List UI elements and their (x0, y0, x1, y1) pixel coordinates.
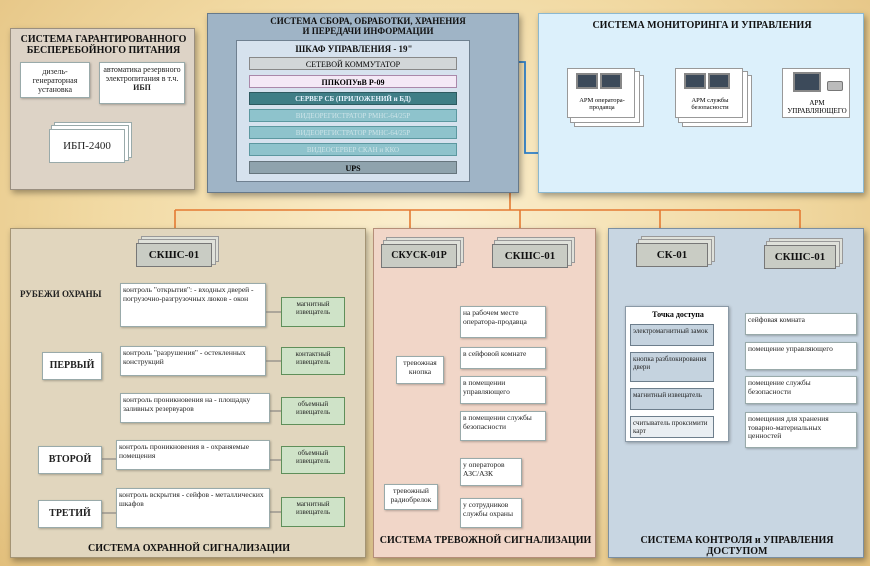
workstation-manager: АРМ УПРАВЛЯЮЩЕГО (782, 68, 850, 118)
alarm-place-manager: в помещении управляющего (460, 376, 546, 404)
access-item-unlock-button: кнопка разблокирования двери (630, 352, 714, 382)
cabinet-title: ШКАФ УПРАВЛЕНИЯ - 19" (295, 44, 413, 54)
cabinet-row-ups: UPS (249, 161, 457, 174)
alarm-skshs-device: СКШС-01 (492, 244, 568, 268)
cabinet-row-server: СЕРВЕР СБ (ПРИЛОЖЕНИЙ и БД) (249, 92, 457, 105)
cabinet-row-dvr-1: ВИДЕОРЕГИСТРАТОР РМНС-64/25Р (249, 109, 457, 122)
alarm-place-safe-room: в сейфовой комнате (460, 347, 546, 369)
auto-reserve-box: автоматика резервного электропитания в т… (99, 62, 185, 104)
security-skshs-device: СКШС-01 (136, 243, 212, 267)
access-room-safe: сейфовая комната (745, 313, 857, 335)
monitoring-title: СИСТЕМА МОНИТОРИНГА И УПРАВЛЕНИЯ (592, 20, 812, 31)
sensor-volume-1: объемный извещатель (281, 397, 345, 425)
alarm-person-operators: у операторов АЗС/АЗК (460, 458, 522, 486)
cabinet-row-dvr-2: ВИДЕОРЕГИСТРАТОР РМНС-64/25Р (249, 126, 457, 139)
auto-reserve-text: автоматика резервного электропитания в т… (103, 65, 181, 83)
alarm-place-operator: на рабочем месте оператора-продавца (460, 306, 546, 338)
access-room-manager: помещение управляющего (745, 342, 857, 370)
alarm-fob: тревожный радиобрелок (384, 484, 438, 510)
security-system-title: СИСТЕМА ОХРАННОЙ СИГНАЛИЗАЦИИ (87, 543, 291, 554)
alarm-button: тревожная кнопка (396, 356, 444, 384)
sensor-magnetic-2: магнитный извещатель (281, 497, 345, 527)
workstation-operator-label: АРМ оператора-продавца (579, 97, 625, 111)
control-safes: контроль вскрытия - сейфов - металлическ… (116, 488, 270, 528)
cabinet-row-switch: СЕТЕВОЙ КОММУТАТОР (249, 57, 457, 70)
alarm-place-security: в помещении службы безопасности (460, 411, 546, 441)
workstation-operator: АРМ оператора-продавца (567, 68, 635, 118)
access-room-storage: помещения для хранения товарно-материаль… (745, 412, 857, 448)
collect-system-panel: СИСТЕМА СБОРА, ОБРАБОТКИ, ХРАНЕНИЯ И ПЕР… (207, 13, 519, 193)
control-opening: контроль "открытия": - входных дверей - … (120, 283, 266, 327)
monitor-icon (576, 73, 598, 89)
control-cabinet: ШКАФ УПРАВЛЕНИЯ - 19" СЕТЕВОЙ КОММУТАТОР… (236, 40, 470, 182)
access-skshs-device: СКШС-01 (764, 245, 836, 269)
monitor-icon (793, 72, 821, 92)
access-point-title: Точка доступа (652, 310, 704, 319)
ups-system-panel: СИСТЕМА ГАРАНТИРОВАННОГО БЕСПЕРЕБОЙНОГО … (10, 28, 195, 190)
monitor-icon (708, 73, 730, 89)
ups-2400-box: ИБП-2400 (49, 129, 125, 163)
alarm-skusk-device: СКУСК-01Р (381, 244, 457, 268)
monitor-icon (600, 73, 622, 89)
security-lines-title: РУБЕЖИ ОХРАНЫ (20, 289, 102, 299)
phone-icon (827, 81, 843, 91)
sensor-magnetic-1: магнитный извещатель (281, 297, 345, 327)
cabinet-row-ppkop: ППКОПУвВ Р-09 (249, 75, 457, 88)
ups-system-title: СИСТЕМА ГАРАНТИРОВАННОГО БЕСПЕРЕБОЙНОГО … (20, 34, 187, 56)
diesel-generator-box: дизель-генераторная установка (20, 62, 90, 98)
control-intrusion-area: контроль проникновения на - площадку зал… (120, 393, 270, 423)
cabinet-row-videoserver: ВИДЕОСЕРВЕР СКАН и ККО (249, 143, 457, 156)
access-item-magnetic: магнитный извещатель (630, 388, 714, 410)
control-intrusion-rooms: контроль проникновения в - охраняемые по… (116, 440, 270, 470)
auto-reserve-ups: ИБП (133, 83, 151, 92)
alarm-system-title: СИСТЕМА ТРЕВОЖНОЙ СИГНАЛИЗАЦИИ (379, 535, 592, 546)
monitor-icon (684, 73, 706, 89)
workstation-manager-label: АРМ УПРАВЛЯЮЩЕГО (787, 99, 847, 115)
access-item-lock: электромагнитный замок (630, 324, 714, 346)
sensor-contact: контактный извещатель (281, 347, 345, 375)
control-breaking: контроль "разрушения" - остекленных конс… (120, 346, 266, 376)
level-second: ВТОРОЙ (38, 446, 102, 474)
alarm-person-guards: у сотрудников службы охраны (460, 498, 522, 528)
access-sk01-device: СК-01 (636, 243, 708, 267)
access-system-title: СИСТЕМА КОНТРОЛЯ и УПРАВЛЕНИЯ ДОСТУПОМ (640, 535, 834, 557)
workstation-security-label: АРМ службы безопасности (691, 97, 729, 111)
access-room-security: помещение службы безопасности (745, 376, 857, 404)
access-item-reader: считыватель проксимити карт (630, 416, 714, 438)
collect-system-title: СИСТЕМА СБОРА, ОБРАБОТКИ, ХРАНЕНИЯ И ПЕР… (270, 16, 466, 36)
sensor-volume-2: объемный извещатель (281, 446, 345, 474)
ups-2400-label: ИБП-2400 (63, 140, 111, 152)
level-first: ПЕРВЫЙ (42, 352, 102, 380)
level-third: ТРЕТИЙ (38, 500, 102, 528)
workstation-security: АРМ службы безопасности (675, 68, 743, 118)
